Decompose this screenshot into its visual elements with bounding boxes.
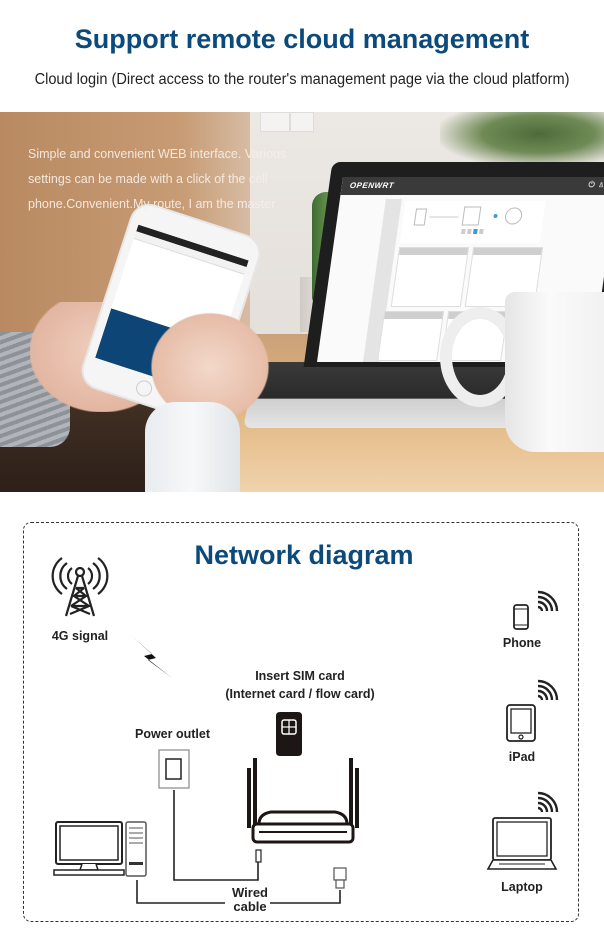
label-wired: Wired xyxy=(232,885,268,900)
topology-icon xyxy=(413,206,523,234)
wifi-signal-icon xyxy=(537,791,559,813)
label-cable: cable xyxy=(233,899,267,914)
lightning-icon xyxy=(132,636,172,678)
sim-card-icon xyxy=(276,712,302,756)
power-outlet-icon xyxy=(158,749,190,789)
plant xyxy=(440,112,604,167)
label-4g-signal: 4G signal xyxy=(51,629,109,643)
laptop-icon xyxy=(486,817,558,870)
phone-icon xyxy=(513,604,529,630)
label-ipad: iPad xyxy=(508,750,536,764)
light-switch xyxy=(260,112,290,132)
photo-caption: Simple and convenient WEB interface. Var… xyxy=(28,147,287,211)
router-icon xyxy=(247,758,359,844)
label-sim-type: (Internet card / flow card) xyxy=(225,687,375,701)
wifi-signal-icon xyxy=(537,590,559,612)
label-laptop: Laptop xyxy=(501,880,543,894)
wifi-signal-icon xyxy=(537,679,559,701)
ipad-icon xyxy=(506,704,536,742)
label-phone: Phone xyxy=(502,636,542,650)
page-subtitle: Cloud login (Direct access to the router… xyxy=(34,71,570,88)
mug xyxy=(505,292,604,452)
label-power-outlet: Power outlet xyxy=(134,727,210,741)
label-insert-sim: Insert SIM card xyxy=(255,669,345,683)
sleeve xyxy=(145,402,240,492)
cell-tower-icon xyxy=(51,557,109,617)
product-photo: OPENWRT ⏻ ♙ xyxy=(0,112,604,492)
label-wired-cable: Wired cable xyxy=(222,886,278,914)
web-ui-topology xyxy=(399,201,546,243)
network-diagram-frame xyxy=(23,522,579,922)
diagram-title: Network diagram xyxy=(194,540,414,570)
desktop-computer-icon xyxy=(53,821,147,877)
laptop-screen: OPENWRT ⏻ ♙ xyxy=(316,177,604,362)
page-title: Support remote cloud management xyxy=(74,24,530,54)
light-switch xyxy=(290,112,314,132)
